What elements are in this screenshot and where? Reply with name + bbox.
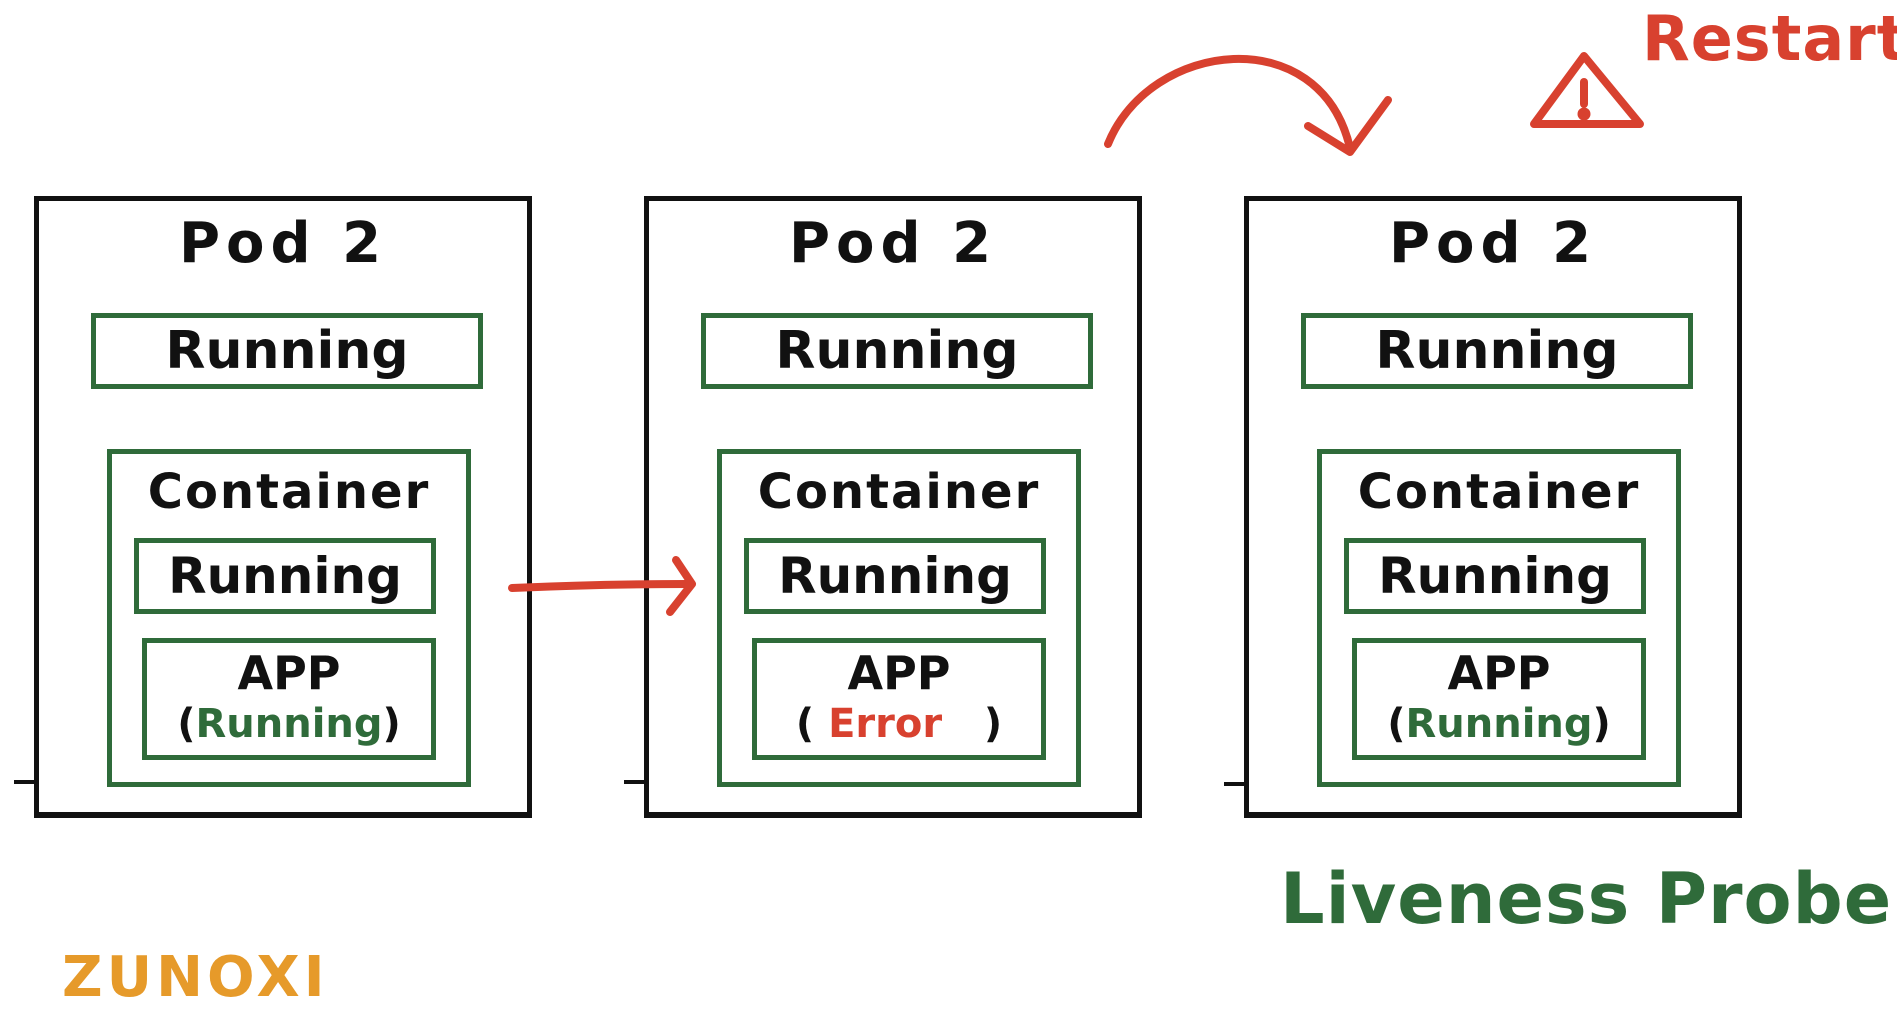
tick-mark xyxy=(14,780,34,784)
app-state: Running xyxy=(195,701,383,747)
arrow-right-icon xyxy=(508,556,696,616)
pod-title: Pod 2 xyxy=(178,211,388,276)
app-box: APP (Running) xyxy=(1352,638,1646,760)
pod-card-2: Pod 2 Running Container Running APP ( Er… xyxy=(644,196,1142,818)
container-title: Container xyxy=(147,464,431,520)
container-box: Container Running APP ( Error ) xyxy=(717,449,1081,787)
app-state-line: (Running) xyxy=(177,701,401,747)
brand-logo-text: ZUNOXI xyxy=(62,945,329,1010)
container-box: Container Running APP (Running) xyxy=(107,449,471,787)
container-status-badge: Running xyxy=(744,538,1046,614)
container-title: Container xyxy=(757,464,1041,520)
app-label: APP xyxy=(1447,646,1551,700)
container-status-badge: Running xyxy=(1344,538,1646,614)
app-box: APP ( Error ) xyxy=(752,638,1046,760)
app-label: APP xyxy=(237,646,341,700)
pod-title: Pod 2 xyxy=(1388,211,1598,276)
pod-title: Pod 2 xyxy=(788,211,998,276)
pod-card-3: Pod 2 Running Container Running APP (Run… xyxy=(1244,196,1742,818)
container-title: Container xyxy=(1357,464,1641,520)
warning-triangle-icon xyxy=(1530,52,1644,128)
pod-status-badge: Running xyxy=(1301,313,1693,389)
app-state: Error xyxy=(828,701,943,747)
pod-status-badge: Running xyxy=(701,313,1093,389)
liveness-probe-caption: Liveness Probe xyxy=(1280,858,1893,940)
app-state-line: (Running) xyxy=(1387,701,1611,747)
pod-card-1: Pod 2 Running Container Running APP (Run… xyxy=(34,196,532,818)
app-box: APP (Running) xyxy=(142,638,436,760)
app-state: Running xyxy=(1405,701,1593,747)
restart-caption: Restart xyxy=(1642,2,1897,75)
container-status-badge: Running xyxy=(134,538,436,614)
app-label: APP xyxy=(847,646,951,700)
curved-arrow-icon xyxy=(1104,54,1392,156)
pod-status-badge: Running xyxy=(91,313,483,389)
tick-mark xyxy=(624,780,644,784)
container-box: Container Running APP (Running) xyxy=(1317,449,1681,787)
tick-mark xyxy=(1224,782,1244,786)
app-state-line: ( Error ) xyxy=(795,701,1003,747)
